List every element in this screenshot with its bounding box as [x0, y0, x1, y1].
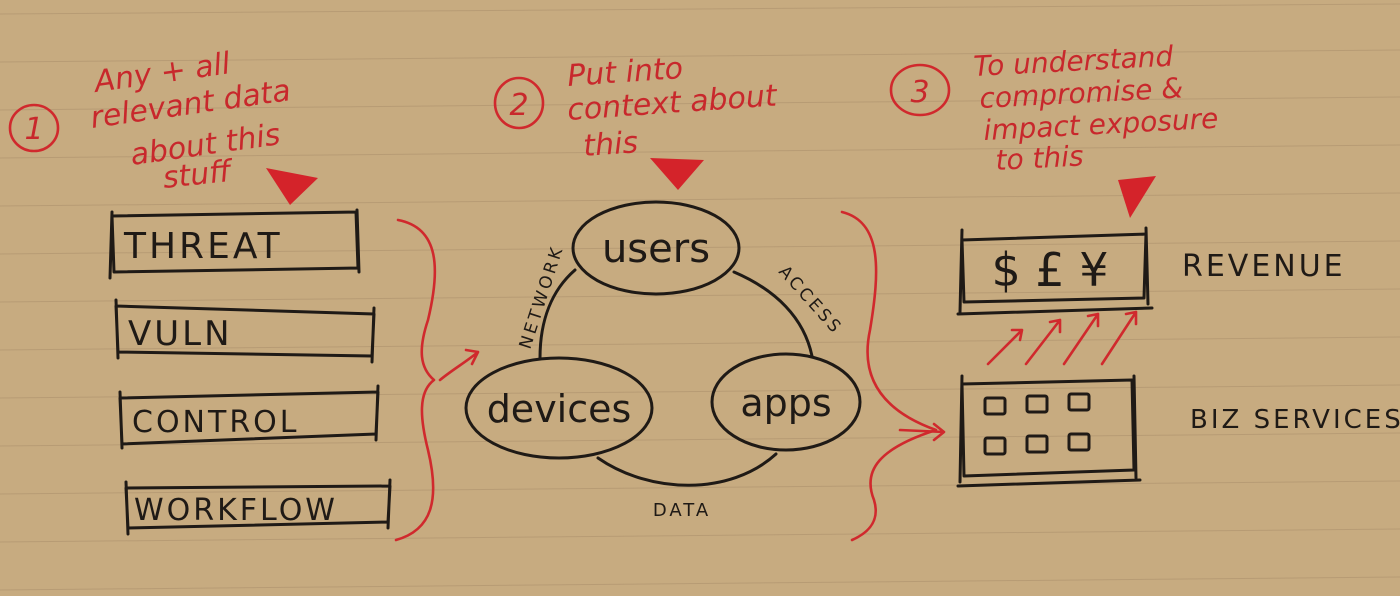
node-apps-label: apps	[740, 381, 831, 425]
link-access	[732, 270, 814, 358]
link-data	[596, 452, 778, 487]
data-type-workflow-label: WORKFLOW	[134, 493, 338, 528]
services-label: BIZ SERVICES	[1190, 405, 1400, 435]
node-apps	[710, 352, 862, 452]
step-1: 1 Any + all relevant data about this stu…	[8, 46, 318, 205]
step-3-number: 3	[910, 75, 929, 110]
context-triad: users devices apps NETWORK ACCESS DATA	[464, 200, 862, 521]
step-2-number: 2	[509, 88, 528, 123]
arrow-step-2-to-3-icon	[898, 422, 946, 442]
step-1-arrow-icon	[266, 168, 318, 205]
revenue-label: REVENUE	[1182, 249, 1346, 284]
paper-rules	[0, 3, 1400, 591]
revenue-box: $ £ ¥	[956, 226, 1154, 316]
step-2-arrow-icon	[650, 158, 704, 190]
step-1-number: 1	[24, 112, 43, 147]
data-type-stack: THREAT VULN CONTROL WORKFLOW	[108, 208, 392, 536]
service-icon-1	[983, 396, 1007, 416]
data-type-control-label: CONTROL	[132, 405, 300, 440]
data-type-vuln: VULN	[114, 298, 376, 364]
data-type-threat-label: THREAT	[123, 226, 283, 267]
step-3: 3 To understand compromise & impact expo…	[889, 40, 1219, 218]
step-2: 2 Put into context about this	[493, 51, 779, 190]
node-users	[571, 200, 741, 296]
step-2-line-1: Put into	[566, 51, 684, 94]
service-icon-3	[1067, 392, 1091, 412]
step-2-circle	[493, 76, 545, 130]
node-devices	[464, 356, 654, 460]
service-icon-2	[1025, 394, 1049, 414]
step-2-line-3: this	[582, 125, 639, 164]
link-access-label: ACCESS	[774, 262, 846, 339]
service-icon-5	[1025, 434, 1049, 454]
impact-arrow-2-icon	[1024, 318, 1062, 366]
node-users-label: users	[602, 226, 710, 272]
brace-step-2	[840, 210, 938, 542]
step-3-arrow-icon	[1118, 176, 1156, 218]
step-3-circle	[889, 63, 951, 117]
impact-arrow-4-icon	[1100, 310, 1138, 366]
service-icon-4	[983, 436, 1007, 456]
brace-step-1	[394, 218, 437, 542]
node-devices-label: devices	[487, 387, 632, 431]
step-1-circle	[8, 103, 60, 153]
impact-arrow-3-icon	[1062, 312, 1100, 366]
impact-arrow-1-icon	[986, 328, 1024, 366]
service-icon-6	[1067, 432, 1091, 452]
data-type-control: CONTROL	[118, 384, 380, 450]
services-box	[956, 374, 1142, 488]
revenue-symbols: $ £ ¥	[991, 243, 1108, 297]
link-network	[538, 268, 577, 360]
data-type-workflow: WORKFLOW	[124, 478, 392, 536]
link-data-label: DATA	[653, 500, 711, 521]
step-3-line-4: to this	[995, 139, 1085, 177]
arrow-step-1-to-2-icon	[438, 348, 480, 382]
impact-arrows	[986, 310, 1138, 366]
data-type-threat: THREAT	[108, 208, 361, 280]
data-type-vuln-label: VULN	[128, 314, 233, 354]
step-1-line-4: stuff	[161, 154, 236, 196]
